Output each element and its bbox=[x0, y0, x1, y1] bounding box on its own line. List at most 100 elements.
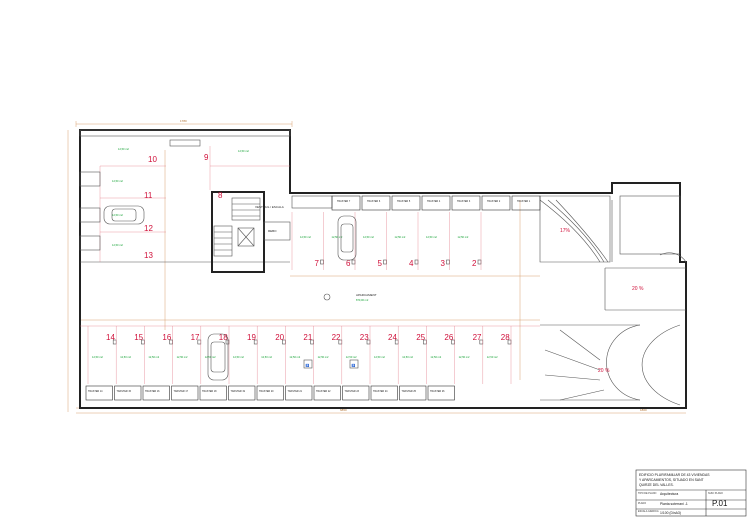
storage-room bbox=[285, 385, 313, 401]
storage-label: TRASTER 22 bbox=[316, 390, 331, 393]
parking-area: 12,50 m2 bbox=[205, 355, 216, 359]
num-value: P.01 bbox=[712, 499, 728, 508]
parking-number: 7 bbox=[315, 259, 320, 268]
storage-label: TRASTER 5 bbox=[397, 200, 411, 203]
parking-area: 12,50 m2 bbox=[459, 355, 470, 359]
parking-area: 12,50 m2 bbox=[120, 355, 131, 359]
escala-label: ESCALA GRAFICA bbox=[638, 510, 659, 513]
storage-room bbox=[114, 385, 142, 401]
storage-room bbox=[421, 195, 451, 211]
parking-number: 17 bbox=[191, 333, 200, 342]
storage-label: TRASTER 14 bbox=[88, 390, 103, 393]
aparcament-label: APARCAMENT bbox=[356, 293, 377, 297]
parking-area: 12,50 m2 bbox=[332, 235, 343, 239]
parking-number: 14 bbox=[106, 333, 115, 342]
column-pillar bbox=[477, 259, 482, 265]
parking-area: 12,50 m2 bbox=[458, 235, 469, 239]
storage-room bbox=[85, 385, 113, 401]
project-line-1: EDIFICIO PLURIFAMILIAR DE 43 VIVIENDAS bbox=[639, 473, 710, 477]
parking-number: 21 bbox=[303, 333, 312, 342]
storage-room bbox=[171, 385, 199, 401]
svg-text:♿: ♿ bbox=[352, 364, 356, 368]
storage-room bbox=[361, 195, 391, 211]
core-vestibule: VESTIBUL / ESCALA REBO bbox=[211, 191, 333, 273]
parking-number: 24 bbox=[388, 333, 397, 342]
storage-label: TRASTER 3 bbox=[457, 200, 471, 203]
parking-area: 12,50 m2 bbox=[395, 235, 406, 239]
storage-label: TRASTER 23 bbox=[345, 390, 360, 393]
storage-row-top: TRASTER 7 TRASTER 6 TRASTER 5 TRASTER 4 TRAS… bbox=[331, 195, 541, 211]
parking-area: 12,50 m2 bbox=[238, 149, 249, 153]
parking-area: 12,50 m2 bbox=[112, 243, 123, 247]
storage-label: TRASTER 1 bbox=[517, 200, 531, 203]
parking-area: 12,50 m2 bbox=[92, 355, 103, 359]
slope-top-ramp: 17% bbox=[560, 228, 571, 234]
slope-right-b: 20 % bbox=[598, 368, 610, 374]
parking-number: 23 bbox=[360, 333, 369, 342]
parking-number: 5 bbox=[378, 259, 383, 268]
storage-label: TRASTER 7 bbox=[337, 200, 351, 203]
project-line-3: QUIRZE DEL VALLES. bbox=[639, 483, 674, 487]
parking-number: 27 bbox=[473, 333, 482, 342]
storage-label: TRASTER 4 bbox=[427, 200, 441, 203]
car-drawings bbox=[103, 205, 357, 381]
parking-area: 12,50 m2 bbox=[402, 355, 413, 359]
parking-area: 12,50 m2 bbox=[300, 235, 311, 239]
parking-area: 12,50 m2 bbox=[430, 355, 441, 359]
parking-number: 28 bbox=[501, 333, 510, 342]
column-pillar bbox=[446, 259, 450, 265]
parking-area: 12,50 m2 bbox=[363, 235, 374, 239]
parking-number: 20 bbox=[275, 333, 284, 342]
dim-bottom-total: 6850 bbox=[340, 408, 347, 412]
storage-room bbox=[228, 385, 256, 401]
ramp-right-spiral bbox=[540, 267, 686, 406]
title-block: EDIFICIO PLURIFAMILIAR DE 43 VIVIENDAS Y… bbox=[635, 469, 747, 517]
parking-label: APARCAMENT 870,00 m2 bbox=[323, 293, 377, 302]
storage-room bbox=[391, 195, 421, 211]
storage-room bbox=[142, 385, 170, 401]
parking-number: 3 bbox=[441, 259, 446, 268]
storage-label: TRASTER 21 bbox=[288, 390, 303, 393]
storage-room bbox=[331, 195, 361, 211]
rebo-label: REBO bbox=[268, 229, 277, 233]
tipo-label: TIPO DE PLANO bbox=[638, 492, 656, 495]
aparcament-area: 870,00 m2 bbox=[356, 298, 369, 302]
escala-value: 1/100 (DinA3) bbox=[660, 511, 681, 515]
parking-number: 4 bbox=[409, 259, 414, 268]
storage-room bbox=[256, 385, 284, 401]
parking-number: 19 bbox=[247, 333, 256, 342]
parking-number: 10 bbox=[148, 155, 157, 164]
parking-number: 11 bbox=[144, 191, 153, 200]
storage-label: TRASTER 2 bbox=[487, 200, 501, 203]
storage-label: TRASTER 24 bbox=[373, 390, 388, 393]
storage-label: TRASTER 6 bbox=[367, 200, 381, 203]
plano-value: Planta soterrani -1 bbox=[660, 502, 688, 506]
storage-label: TRASTER 20 bbox=[259, 390, 274, 393]
column-pillar bbox=[414, 259, 419, 265]
storage-label: TRASTER 16 bbox=[145, 390, 160, 393]
num-label: NUM. PLANO bbox=[708, 492, 723, 495]
storage-room bbox=[427, 385, 455, 401]
storage-room bbox=[481, 195, 511, 211]
accessible-parking-icons: ♿ ♿ bbox=[303, 359, 359, 369]
parking-area: 12,50 m2 bbox=[177, 355, 188, 359]
parking-number: 22 bbox=[332, 333, 341, 342]
storage-label: TRASTER 25 bbox=[402, 390, 417, 393]
parking-area: 12,50 m2 bbox=[318, 355, 329, 359]
parking-area: 12,50 m2 bbox=[112, 179, 123, 183]
parking-number: 9 bbox=[204, 153, 209, 162]
storage-label: TRASTER 15 bbox=[117, 390, 132, 393]
storage-room bbox=[370, 385, 398, 401]
storage-room bbox=[399, 385, 427, 401]
ramp-top-right bbox=[539, 195, 687, 263]
parking-area: 12,50 m2 bbox=[112, 213, 123, 217]
column-pillar bbox=[351, 259, 356, 265]
tipo-value: Arquitectura bbox=[660, 492, 678, 496]
storage-room bbox=[313, 385, 341, 401]
